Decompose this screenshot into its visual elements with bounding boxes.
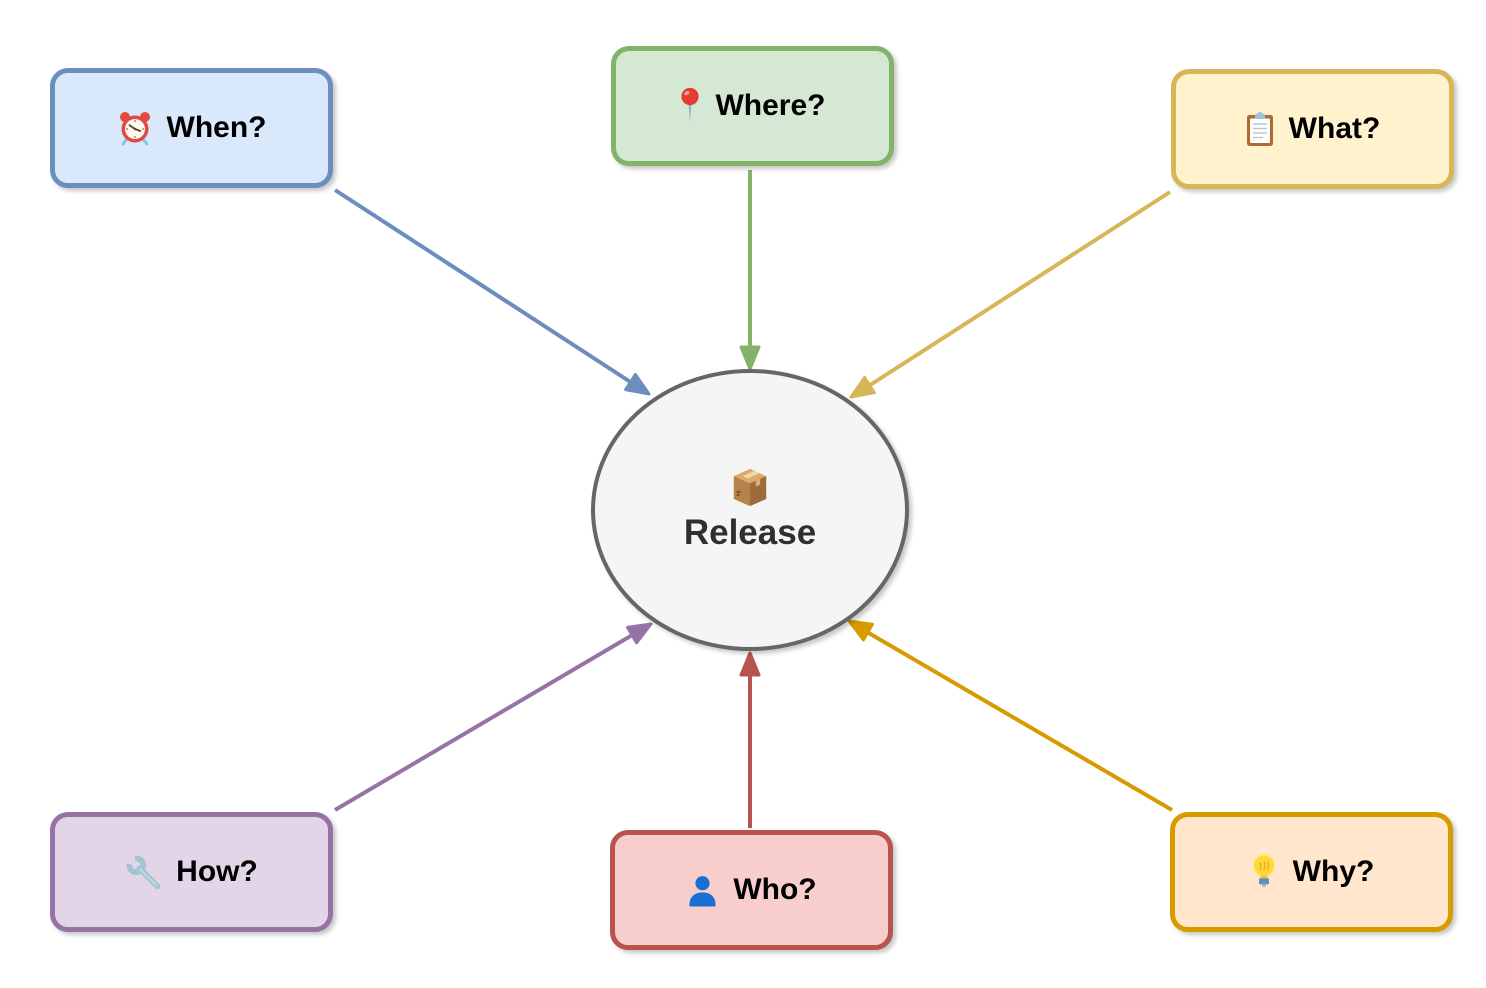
node-release-label: Release	[683, 513, 817, 552]
clipboard-icon	[1246, 112, 1273, 146]
node-who: Who?	[610, 830, 893, 950]
person-icon	[689, 875, 716, 907]
arrow-where-to-release	[739, 170, 761, 371]
node-how-label: How?	[176, 855, 258, 888]
wrench-icon	[126, 855, 161, 889]
node-when: When?	[50, 68, 333, 188]
node-when-label: When?	[166, 111, 267, 144]
node-who-label: Who?	[733, 873, 817, 906]
arrow-what-to-release	[849, 190, 1172, 399]
arrow-who-to-release	[739, 651, 761, 828]
node-release: Release	[591, 369, 909, 651]
round-pushpin-icon	[681, 87, 700, 123]
node-why-label: Why?	[1292, 855, 1375, 888]
arrow-why-to-release	[847, 619, 1174, 812]
node-where: Where?	[611, 46, 894, 166]
node-why: Why?	[1170, 812, 1453, 932]
node-what-label: What?	[1288, 112, 1381, 145]
lightbulb-icon	[1251, 853, 1276, 888]
arrow-how-to-release	[333, 622, 653, 812]
node-where-label: Where?	[715, 89, 826, 122]
node-what: What?	[1171, 69, 1454, 189]
arrow-when-to-release	[333, 188, 651, 396]
node-how: How?	[50, 812, 333, 932]
package-icon	[733, 468, 767, 507]
alarm-clock-icon	[119, 112, 150, 146]
